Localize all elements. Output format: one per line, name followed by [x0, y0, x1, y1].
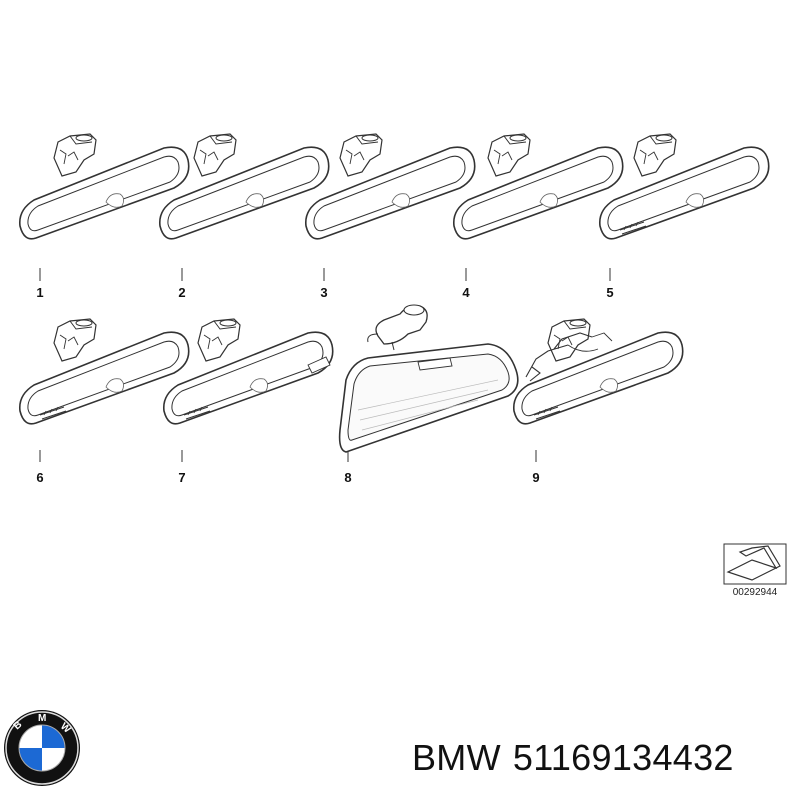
reference-stamp: 00292944	[723, 543, 787, 598]
callout-label-1: 1	[36, 285, 43, 300]
callout-2: 2	[178, 268, 186, 300]
callout-label-8: 8	[344, 470, 351, 485]
callout-label-7: 7	[178, 470, 185, 485]
mirror-part-4	[452, 133, 624, 240]
callout-6: 6	[36, 450, 44, 485]
callout-label-4: 4	[462, 285, 470, 300]
callout-8: 8	[344, 452, 352, 485]
mirror-part-9	[514, 319, 683, 424]
arrow-icon	[726, 545, 781, 581]
callout-label-6: 6	[36, 470, 43, 485]
logo-letter-m: M	[38, 713, 46, 724]
bmw-logo: B M W	[4, 710, 80, 786]
callout-label-5: 5	[606, 285, 613, 300]
callout-label-2: 2	[178, 285, 185, 300]
mirror-part-3	[304, 133, 476, 240]
brand-name: BMW	[412, 737, 501, 778]
callout-4: 4	[462, 268, 470, 300]
mirror-part-8	[338, 304, 519, 453]
mirror-part-2	[158, 133, 330, 240]
callout-7: 7	[178, 450, 186, 485]
mirror-part-7	[164, 319, 333, 424]
callout-3: 3	[320, 268, 328, 300]
mirror-part-5	[600, 134, 769, 239]
reference-code: 00292944	[733, 587, 778, 598]
callout-9: 9	[532, 450, 540, 485]
callout-label-3: 3	[320, 285, 327, 300]
part-number: 51169134432	[512, 737, 734, 778]
callout-label-9: 9	[532, 470, 539, 485]
callout-1: 1	[36, 268, 44, 300]
callout-5: 5	[606, 268, 614, 300]
part-caption: BMW 51169134432	[412, 737, 734, 779]
